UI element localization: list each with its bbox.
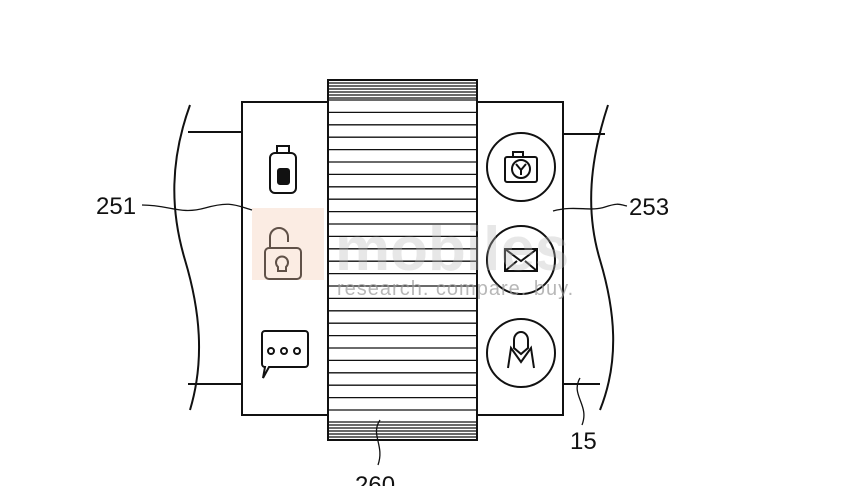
strap-left xyxy=(173,104,242,411)
contact-icon xyxy=(486,318,556,388)
leader-251 xyxy=(141,203,253,212)
watermark-brand: mobiles xyxy=(335,215,569,284)
watermark: mobiles research. compare. buy. xyxy=(252,208,574,300)
leader-15 xyxy=(576,377,585,426)
leader-253 xyxy=(552,203,628,212)
bezel-260 xyxy=(327,79,478,441)
strap-right xyxy=(563,104,615,411)
unlock-icon xyxy=(264,227,302,280)
battery-icon xyxy=(269,145,297,194)
label-15: 15 xyxy=(570,428,597,455)
mail-icon xyxy=(486,225,556,295)
watermark-tagline: research. compare. buy. xyxy=(337,278,574,300)
label-253: 253 xyxy=(629,194,669,221)
leader-260 xyxy=(375,419,381,466)
camera-icon xyxy=(486,132,556,202)
label-260: 260 xyxy=(355,472,395,486)
chat-bubble-icon xyxy=(261,330,309,379)
bezel-stripes xyxy=(328,82,477,438)
label-251: 251 xyxy=(96,193,136,220)
